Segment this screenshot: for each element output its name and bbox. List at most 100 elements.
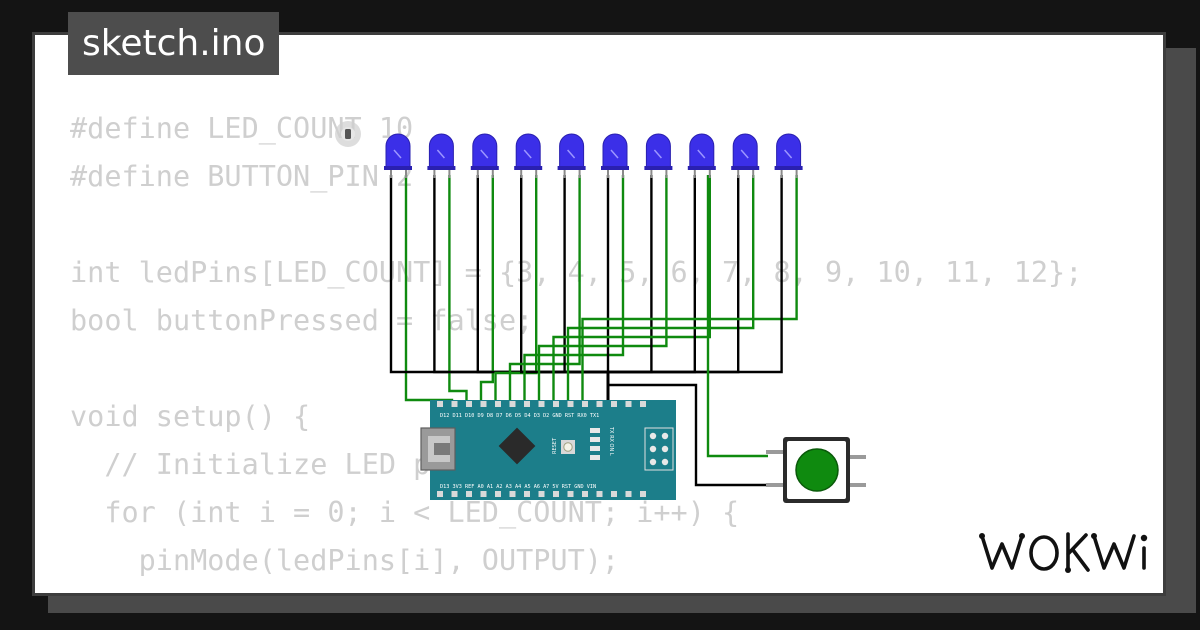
- signal-wire: [448, 175, 468, 404]
- rx-led: [590, 437, 600, 442]
- header-pin: [451, 491, 458, 497]
- led-rim: [687, 166, 716, 170]
- icsp-pin: [649, 432, 657, 440]
- led-body: [385, 133, 411, 169]
- header-pin: [553, 401, 559, 407]
- power-led: [590, 446, 600, 451]
- header-pin: [495, 401, 501, 407]
- icsp-pin: [649, 445, 657, 453]
- code-line: for (int i = 0; i < LED_COUNT; i++) {: [70, 496, 740, 529]
- header-pin: [480, 401, 487, 407]
- led-highlight: [523, 149, 532, 159]
- header-pin: [466, 401, 472, 407]
- header-pin: [596, 401, 603, 407]
- led-highlight: [393, 149, 402, 159]
- header-pin: [538, 491, 545, 497]
- header-pin: [437, 401, 443, 407]
- led-rim: [470, 166, 499, 170]
- pushbutton-leg: [848, 455, 866, 459]
- header-pin: [625, 401, 632, 407]
- signal-wire: [494, 175, 538, 404]
- file-title-tab[interactable]: sketch.ino: [68, 12, 280, 75]
- led-highlight: [697, 149, 706, 159]
- ground-wire: [476, 175, 610, 404]
- pushbutton-leg: [766, 483, 786, 487]
- header-pin: [582, 401, 588, 407]
- header-pin: [567, 491, 574, 497]
- usb-connector: [420, 427, 456, 471]
- header-pin: [495, 491, 501, 497]
- icsp-header: [644, 427, 674, 471]
- ground-wire: [606, 175, 653, 404]
- led-body: [776, 133, 802, 169]
- signal-wire: [479, 175, 494, 404]
- header-pin: [640, 401, 646, 407]
- led-rim: [384, 166, 412, 170]
- top-pin-labels: D12 D11 D10 D9 D8 D7 D6 D5 D4 D3 D2 GND …: [440, 413, 599, 419]
- icsp-pin: [661, 445, 669, 453]
- led-rim: [774, 166, 803, 170]
- pushbutton[interactable]: [766, 437, 866, 503]
- led-body: [559, 133, 585, 169]
- signal-wire: [581, 175, 798, 404]
- arduino-nano-board[interactable]: D12 D11 D10 D9 D8 D7 D6 D5 D4 D3 D2 GND …: [420, 400, 676, 500]
- code-line: void setup() {: [70, 400, 311, 433]
- led: [557, 133, 586, 178]
- led-body: [515, 133, 541, 169]
- preview-card: #define LED_COUNT 10#define BUTTON_PIN 2…: [32, 32, 1166, 596]
- ground-wire: [606, 175, 740, 404]
- led: [427, 133, 456, 178]
- board-pins: [437, 401, 646, 497]
- led-body: [602, 133, 628, 169]
- signal-wire: [566, 175, 755, 404]
- led-body: [428, 133, 454, 169]
- status-led: [590, 455, 600, 460]
- signal-wire: [552, 175, 711, 404]
- led-highlight: [610, 149, 619, 159]
- icsp-pins: [649, 432, 669, 466]
- led-highlight: [480, 149, 489, 159]
- header-pin: [553, 491, 559, 497]
- pushbutton-leg: [848, 483, 866, 487]
- led: [731, 133, 760, 178]
- icsp-pin: [661, 432, 669, 440]
- header-pin: [582, 491, 588, 497]
- pushbutton-leg: [766, 450, 786, 454]
- board-led-labels: TX RX ON L: [608, 426, 614, 456]
- header-pin: [451, 401, 458, 407]
- led-rim: [557, 166, 586, 170]
- led-highlight: [784, 149, 793, 159]
- header-pin: [611, 491, 617, 497]
- led-highlight: [567, 149, 576, 159]
- signal-wire: [537, 175, 668, 404]
- header-pin: [480, 491, 487, 497]
- tx-led: [590, 428, 600, 433]
- header-pin: [466, 491, 472, 497]
- wires: [389, 175, 798, 487]
- icsp-pin: [649, 458, 657, 466]
- led: [514, 133, 543, 178]
- led: [384, 133, 412, 178]
- code-line: pinMode(ledPins[i], OUTPUT);: [70, 544, 620, 577]
- pushbutton-cap[interactable]: [795, 448, 839, 492]
- button-signal-wire: [706, 175, 768, 458]
- led-highlight: [436, 149, 445, 159]
- header-pin: [538, 401, 545, 407]
- led: [470, 133, 499, 178]
- header-pin: [640, 491, 646, 497]
- led-body: [689, 133, 715, 169]
- signal-wire: [508, 175, 581, 404]
- cursor-icon: [335, 121, 361, 147]
- ground-wire: [563, 175, 610, 404]
- board-pcb: [430, 400, 676, 500]
- header-pin: [524, 491, 530, 497]
- ground-wire: [606, 175, 783, 404]
- led-rim: [731, 166, 760, 170]
- code-line: bool buttonPressed = false;: [70, 304, 534, 337]
- led: [774, 133, 803, 178]
- led-rim: [514, 166, 543, 170]
- led-rim: [427, 166, 456, 170]
- reset-label: RESET: [552, 437, 558, 454]
- reset-button-cap: [563, 442, 573, 452]
